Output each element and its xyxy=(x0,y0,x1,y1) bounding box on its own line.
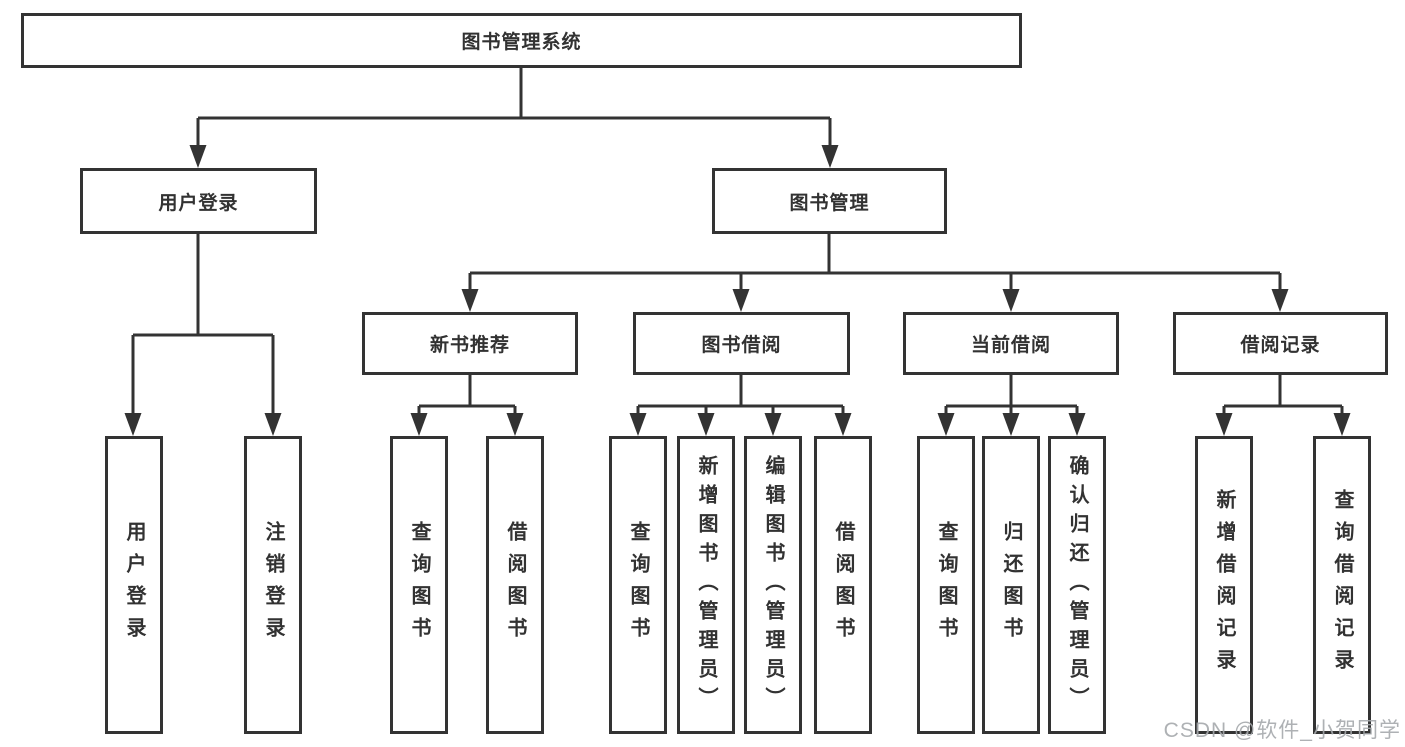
leaf-confirm-return-admin-label: 确认归还（管理员） xyxy=(1066,454,1088,716)
branch-book-management: 图书管理 xyxy=(712,168,947,234)
leaf-query-books-recommend: 查询图书 xyxy=(390,436,448,734)
leaf-add-borrow-record: 新增借阅记录 xyxy=(1195,436,1253,734)
leaf-borrow-books-borrow: 借阅图书 xyxy=(814,436,872,734)
group-book-borrowing: 图书借阅 xyxy=(633,312,850,375)
leaf-add-borrow-record-label: 新增借阅记录 xyxy=(1213,489,1235,681)
leaf-borrow-books-borrow-label: 借阅图书 xyxy=(832,521,854,649)
leaf-add-book-admin: 新增图书（管理员） xyxy=(677,436,735,734)
leaf-return-books: 归还图书 xyxy=(982,436,1040,734)
leaf-query-books-recommend-label: 查询图书 xyxy=(408,521,430,649)
group-new-book-recommend: 新书推荐 xyxy=(362,312,578,375)
leaf-return-books-label: 归还图书 xyxy=(1000,521,1022,649)
leaf-query-books-borrow: 查询图书 xyxy=(609,436,667,734)
leaf-query-borrow-record: 查询借阅记录 xyxy=(1313,436,1371,734)
leaf-borrow-books-recommend: 借阅图书 xyxy=(486,436,544,734)
group-new-book-recommend-label: 新书推荐 xyxy=(429,335,510,356)
branch-book-management-label: 图书管理 xyxy=(789,192,870,214)
watermark: CSDN @软件_小贺同学 xyxy=(1163,719,1401,742)
leaf-confirm-return-admin: 确认归还（管理员） xyxy=(1048,436,1106,734)
leaf-borrow-books-recommend-label: 借阅图书 xyxy=(504,521,526,649)
group-current-borrowing-label: 当前借阅 xyxy=(970,335,1051,356)
leaf-query-books-current: 查询图书 xyxy=(917,436,975,734)
group-borrowing-records-label: 借阅记录 xyxy=(1240,335,1321,356)
leaf-query-borrow-record-label: 查询借阅记录 xyxy=(1331,489,1353,681)
leaf-query-books-borrow-label: 查询图书 xyxy=(627,521,649,649)
leaf-query-books-current-label: 查询图书 xyxy=(935,521,957,649)
leaf-logout: 注销登录 xyxy=(244,436,302,734)
group-book-borrowing-label: 图书借阅 xyxy=(701,335,782,356)
branch-user-login-label: 用户登录 xyxy=(158,192,239,214)
node-root-label: 图书管理系统 xyxy=(461,32,582,53)
branch-user-login: 用户登录 xyxy=(80,168,317,234)
leaf-edit-book-admin-label: 编辑图书（管理员） xyxy=(762,454,784,716)
group-current-borrowing: 当前借阅 xyxy=(903,312,1119,375)
leaf-logout-label: 注销登录 xyxy=(262,521,284,649)
leaf-add-book-admin-label: 新增图书（管理员） xyxy=(695,454,717,716)
leaf-user-login-label: 用户登录 xyxy=(123,521,145,649)
leaf-user-login: 用户登录 xyxy=(105,436,163,734)
group-borrowing-records: 借阅记录 xyxy=(1173,312,1388,375)
leaf-edit-book-admin: 编辑图书（管理员） xyxy=(744,436,802,734)
node-root: 图书管理系统 xyxy=(21,13,1022,68)
